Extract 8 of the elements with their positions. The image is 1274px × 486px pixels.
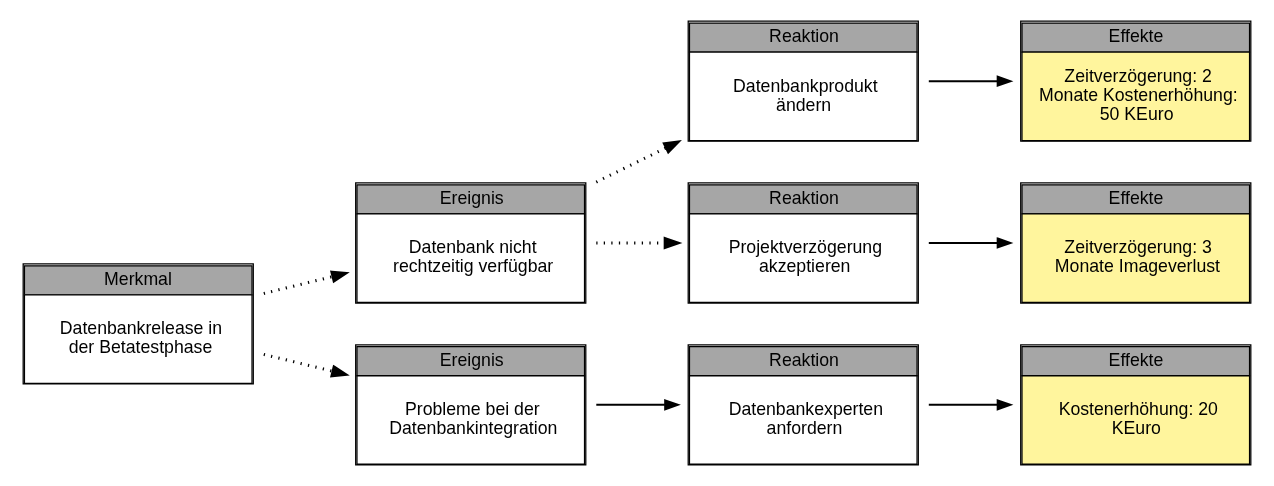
arrow xyxy=(595,140,682,184)
arrow xyxy=(263,270,350,295)
arrow xyxy=(263,352,350,378)
arrow xyxy=(596,399,681,411)
arrow xyxy=(928,237,1014,249)
arrow xyxy=(596,236,683,250)
arrow xyxy=(928,399,1014,411)
arrow xyxy=(928,75,1014,87)
